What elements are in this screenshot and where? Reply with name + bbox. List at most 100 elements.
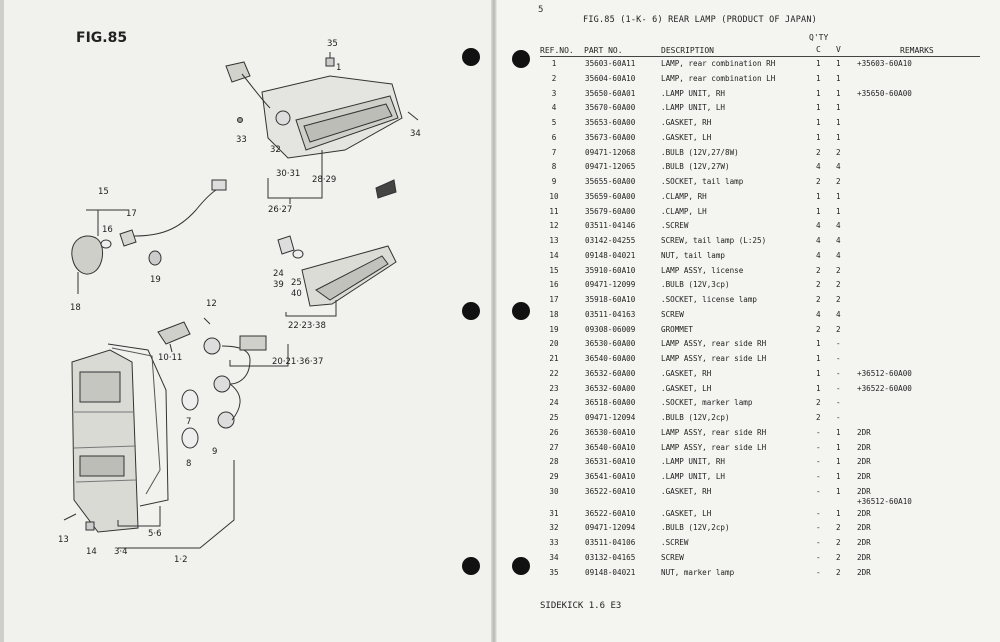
ref-cell: 12 (549, 221, 559, 231)
part-number-cell: 35670-60A00 (585, 103, 636, 113)
qty-c-cell: 2 (816, 177, 821, 186)
description-cell: .GASKET, RH (661, 486, 712, 496)
qty-v-cell: 1 (836, 191, 841, 201)
ref-cell: 19 (549, 324, 559, 334)
description-cell: .GASKET, LH (661, 508, 712, 518)
ref-cell: 28 (549, 457, 559, 467)
qty-c-cell: - (816, 538, 821, 547)
qty-c-cell: 1 (816, 118, 821, 127)
qty-v-cell: 1 (836, 103, 841, 113)
qty-c-cell: 1 (816, 354, 821, 363)
ref-cell: 7 (551, 147, 557, 157)
part-number-cell: 35918-60A10 (585, 295, 636, 304)
ref-cell: 3 (551, 88, 557, 98)
socket-9c (217, 411, 235, 429)
remarks-cell: 2DR (857, 457, 871, 467)
qty-c-cell: - (816, 442, 821, 452)
qty-v-cell: 1 (836, 486, 841, 496)
nut-35 (325, 57, 335, 67)
qty-c-cell: 1 (816, 73, 821, 83)
description-cell: .LAMP UNIT, LH (661, 472, 726, 481)
callout-22-23-38: 22·23·38 (288, 321, 326, 331)
qty-v-cell: 1 (836, 73, 841, 83)
callout-33: 33 (236, 135, 247, 145)
ref-cell: 1 (551, 59, 557, 68)
description-cell: .SCREW (661, 538, 689, 547)
qty-v-cell: 2 (836, 177, 841, 186)
callout-40: 40 (291, 289, 302, 299)
callout-14: 14 (86, 547, 97, 557)
part-number-cell: 36530-60A00 (585, 339, 636, 349)
footer-model: SIDEKICK 1.6 E3 (540, 601, 622, 611)
description-cell: GROMMET (661, 324, 694, 334)
part-number-cell: 36541-60A10 (585, 472, 636, 481)
part-number-cell: 35655-60A00 (585, 177, 636, 186)
callout-10-11: 10·11 (158, 353, 182, 363)
part-number-cell: 36540-60A10 (585, 442, 636, 452)
harness-connector (239, 335, 267, 351)
qty-v-cell: - (836, 383, 841, 393)
qty-header: Q'TY (809, 33, 829, 42)
nut-14 (85, 521, 95, 531)
ref-cell: 17 (549, 295, 559, 304)
socket-24 (277, 235, 295, 255)
description-cell: .BULB (12V,2cp) (661, 523, 730, 533)
part-number-cell: 03511-04163 (585, 309, 636, 319)
qty-v-cell: 4 (836, 162, 841, 172)
ref-cell: 35 (549, 567, 559, 577)
description-cell: SCREW (661, 552, 684, 562)
description-cell: .LAMP UNIT, RH (661, 457, 726, 467)
callout-34: 34 (410, 129, 421, 139)
callout-32: 32 (270, 145, 281, 155)
callout-18: 18 (70, 303, 81, 313)
callout-25: 25 (291, 278, 302, 288)
license-socket (119, 229, 137, 247)
bulb-7 (181, 389, 199, 411)
qty-c-cell: 2 (816, 413, 821, 422)
qty-v-cell: 2 (836, 523, 841, 533)
grommet-19 (148, 250, 162, 266)
qty-c-cell: 4 (816, 236, 821, 245)
qty-v-cell: 2 (836, 324, 841, 334)
qty-v-cell: 1 (836, 442, 841, 452)
callout-7: 7 (186, 417, 191, 427)
qty-c-cell: 2 (816, 147, 821, 157)
callout-15: 15 (98, 187, 109, 197)
ref-cell: 18 (549, 309, 559, 319)
callout-24: 24 (273, 269, 284, 279)
ref-cell: 30 (549, 486, 559, 496)
bulb-8 (181, 427, 199, 449)
part-number-cell: 35673-60A00 (585, 132, 636, 142)
ref-cell: 15 (549, 265, 559, 275)
ref-cell: 29 (549, 472, 559, 481)
part-number-cell: 36531-60A10 (585, 457, 636, 467)
remarks-cell: 2DR (857, 538, 871, 547)
callout-9: 9 (212, 447, 217, 457)
page-number: 5 (538, 5, 544, 15)
callout-30-31: 30·31 (276, 169, 300, 179)
qty-v-cell: 1 (836, 88, 841, 98)
qty-c-cell: 1 (816, 191, 821, 201)
part-number-cell: 09471-12094 (585, 413, 636, 422)
column-header-part: PART NO. (584, 46, 623, 55)
part-number-cell: 09148-04021 (585, 250, 636, 260)
qty-c-cell: 1 (816, 132, 821, 142)
binder-hole (462, 557, 480, 575)
part-number-cell: 09471-12065 (585, 162, 636, 172)
part-number-cell: 35679-60A00 (585, 206, 636, 216)
qty-c-cell: - (816, 552, 821, 562)
qty-v-cell: 2 (836, 567, 841, 577)
part-number-cell: 35910-60A10 (585, 265, 636, 275)
qty-v-cell: - (836, 339, 841, 349)
qty-c-cell: 4 (816, 221, 821, 231)
